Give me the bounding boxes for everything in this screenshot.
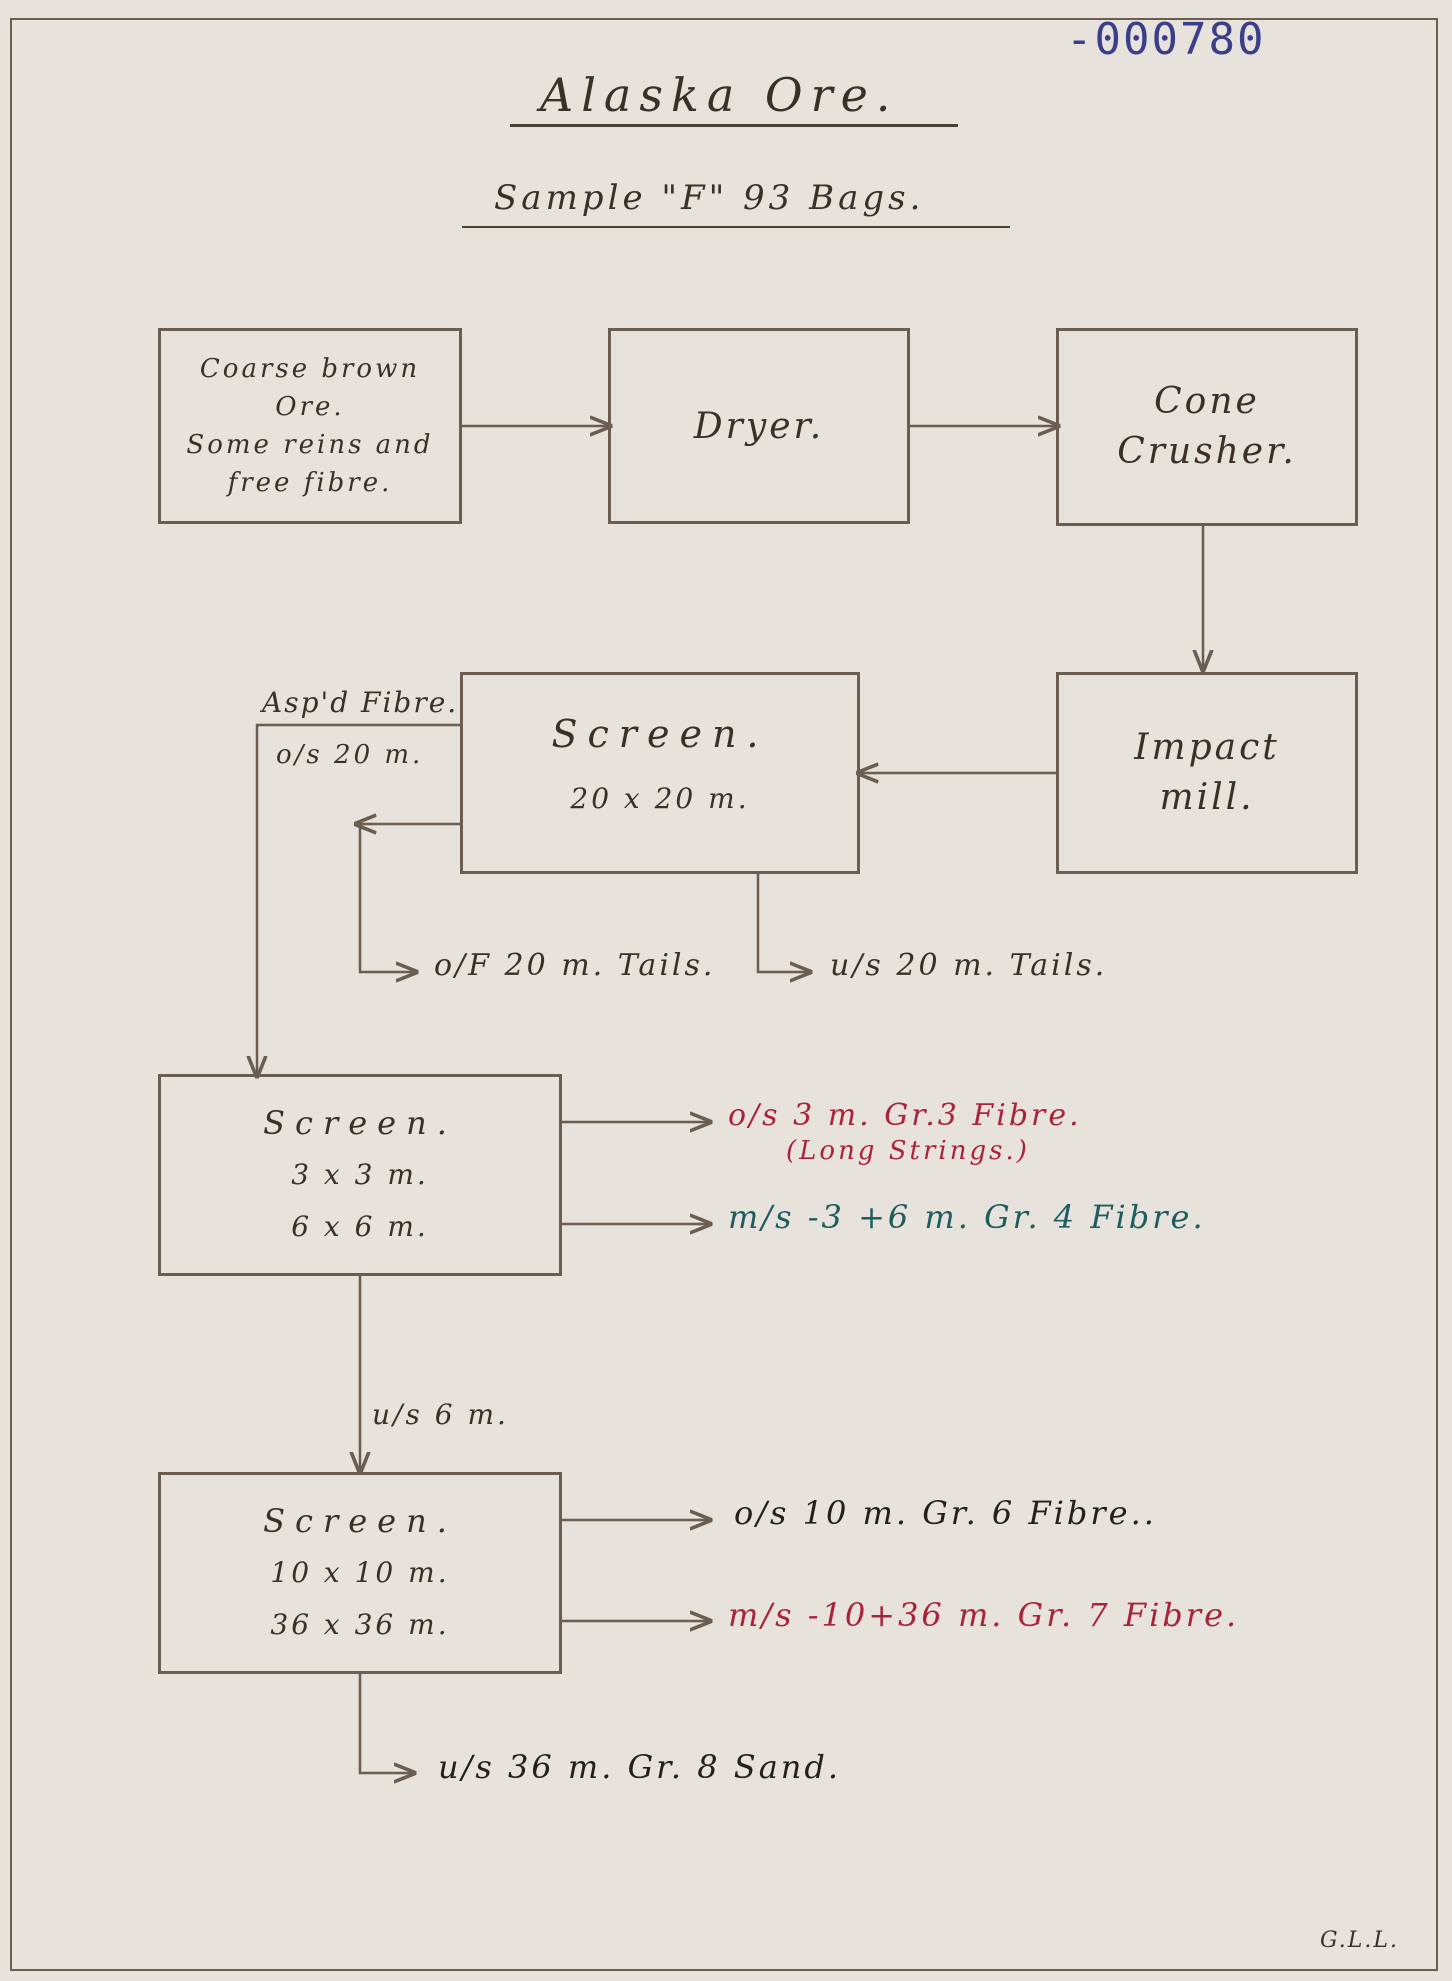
feed-line-2: Ore. [275,392,345,422]
document-number-stamp: -000780 [1066,14,1266,65]
label-aspd-fibre: Asp'd Fibre. [262,686,459,719]
screen-3-6-size-2: 6 x 6 m. [291,1210,429,1243]
box-impact-mill: Impact mill. [1056,672,1358,874]
mill-line-2: mill. [1159,777,1255,818]
arrow-us-36m [358,1673,414,1773]
label-ms-10-36m-gr7: m/s -10+36 m. Gr. 7 Fibre. [728,1596,1240,1634]
screen-20-size: 20 x 20 m. [570,782,750,815]
screen-3-6-size-1: 3 x 3 m. [291,1158,429,1191]
dryer-label: Dryer. [693,405,825,447]
box-dryer: Dryer. [608,328,910,524]
screen-10-36-size-1: 10 x 10 m. [270,1556,450,1589]
diagram-title: Alaska Ore. [540,68,899,122]
box-screen-3-6m: Screen. 3 x 3 m. 6 x 6 m. [158,1074,562,1276]
arrow-aspd-fibre [257,723,460,1076]
screen-3-6-title: Screen. [263,1104,457,1142]
screen-10-36-size-2: 36 x 36 m. [270,1608,450,1641]
crusher-line-2: Crusher. [1117,431,1297,472]
arrow-us-tails [756,873,810,972]
screen-20-title: Screen. [551,712,769,756]
crusher-line-1: Cone [1154,381,1260,422]
box-feed-ore: Coarse brown Ore. Some reins and free fi… [158,328,462,524]
label-os-10m-gr6: o/s 10 m. Gr. 6 Fibre.. [734,1494,1157,1532]
label-of-20m-tails: o/F 20 m. Tails. [434,948,716,983]
label-ms-3-6m-gr4: m/s -3 +6 m. Gr. 4 Fibre. [728,1198,1206,1236]
label-os-3m-gr3: o/s 3 m. Gr.3 Fibre. [728,1098,1082,1133]
screen-10-36-title: Screen. [263,1502,457,1540]
feed-line-3: Some reins and [186,430,434,460]
diagram-subtitle: Sample "F" 93 Bags. [494,178,925,218]
title-underline [510,124,958,127]
page-border [10,18,1438,1971]
feed-line-1: Coarse brown [199,354,421,384]
label-os-20m: o/s 20 m. [276,740,424,770]
label-us-20m-tails: u/s 20 m. Tails. [830,948,1108,983]
label-long-strings: (Long Strings.) [786,1136,1030,1166]
arrow-of-tails [358,822,460,974]
label-us-36m-gr8-sand: u/s 36 m. Gr. 8 Sand. [438,1748,842,1786]
feed-line-4: free fibre. [227,468,393,498]
box-screen-10-36m: Screen. 10 x 10 m. 36 x 36 m. [158,1472,562,1674]
mill-line-1: Impact [1134,727,1280,768]
label-us-6m: u/s 6 m. [372,1398,509,1431]
subtitle-underline [462,226,1010,228]
box-cone-crusher: Cone Crusher. [1056,328,1358,526]
box-screen-20m: Screen. 20 x 20 m. [460,672,860,874]
initials: G.L.L. [1320,1928,1399,1953]
